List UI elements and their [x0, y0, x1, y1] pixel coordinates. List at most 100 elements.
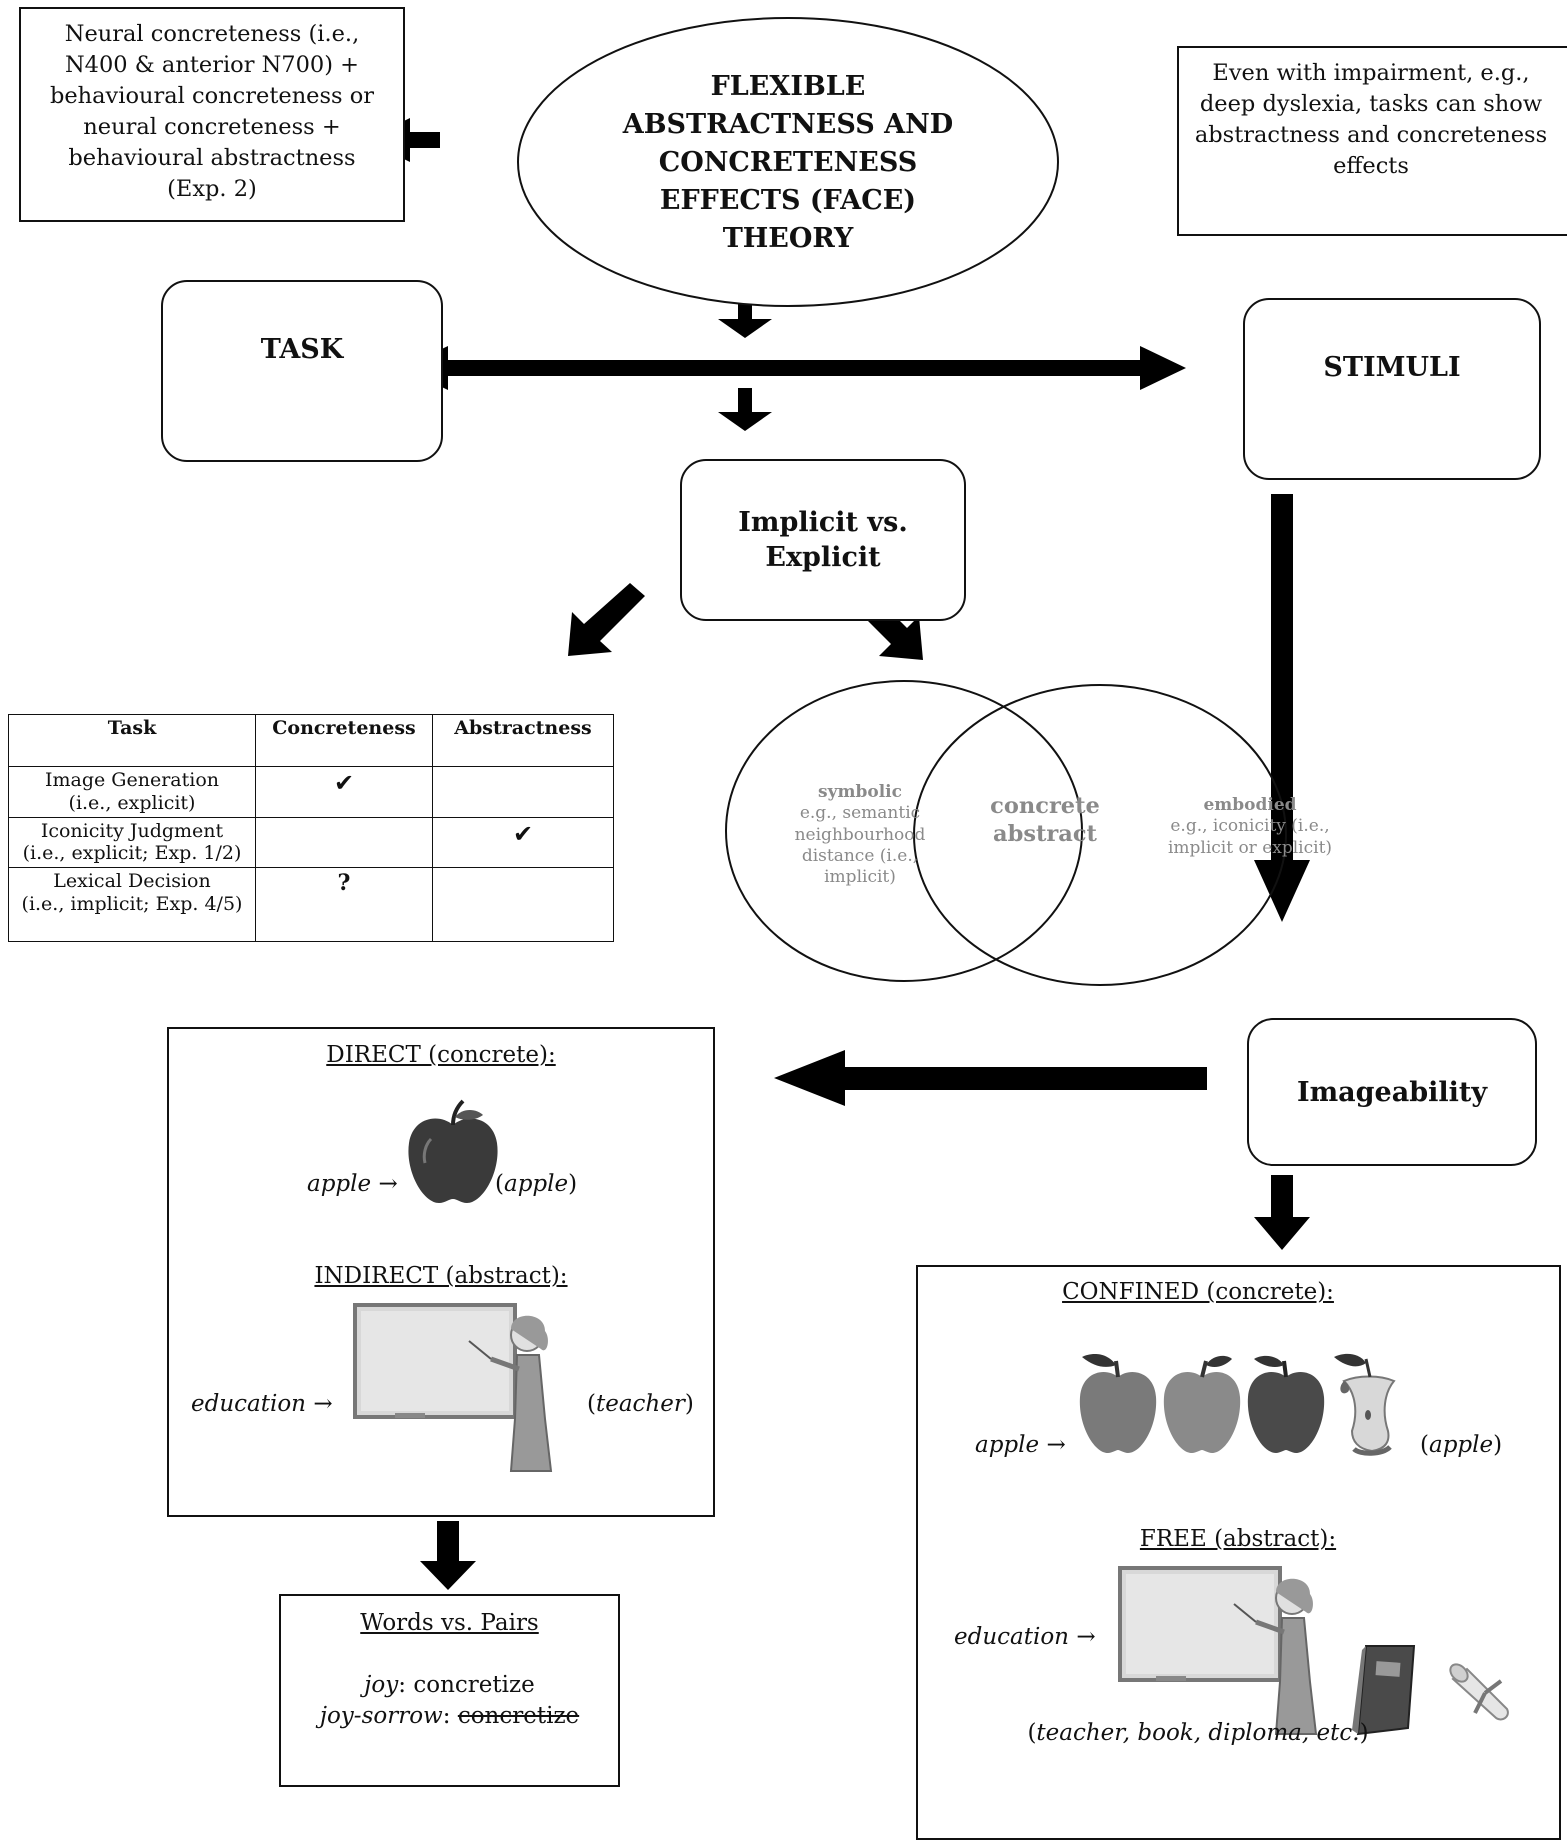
- table-row: Lexical Decision (i.e., implicit; Exp. 4…: [8, 867, 614, 943]
- task-cell: Image Generation (i.e., explicit): [8, 766, 256, 818]
- direct-heading: DIRECT (concrete):: [326, 1042, 556, 1068]
- direct-indirect-box: DIRECT (concrete): apple → (apple) INDIR…: [167, 1027, 715, 1517]
- confined-heading: CONFINED (concrete):: [1062, 1279, 1334, 1305]
- arrow-to-table: [568, 583, 645, 656]
- symbolic-circle: [725, 680, 1083, 982]
- task-cell: Iconicity Judgment (i.e., explicit; Exp.…: [8, 816, 256, 869]
- abstract-word: abstract: [993, 821, 1097, 848]
- education-word: education: [191, 1391, 306, 1417]
- confined-apple-paren: (apple): [1420, 1432, 1503, 1458]
- arrow-glyph: →: [313, 1391, 333, 1417]
- free-examples: teacher, book, diploma, etc.: [1036, 1720, 1360, 1746]
- implicit-line: Implicit vs.: [738, 507, 908, 538]
- joy-word: joy: [364, 1672, 399, 1698]
- embodied-title: embodied: [1203, 795, 1297, 815]
- theory-line: ABSTRACTNESS AND: [622, 109, 954, 140]
- diploma-icon: [1449, 1663, 1509, 1721]
- theory-line: THEORY: [722, 223, 854, 254]
- embodied-circle: [913, 684, 1287, 986]
- note-line: effects: [1333, 153, 1409, 179]
- words-pairs-heading: Words vs. Pairs: [360, 1610, 539, 1636]
- symbolic-title: symbolic: [818, 782, 902, 802]
- arrow-glyph: →: [378, 1171, 398, 1197]
- overlap-label: concrete abstract: [975, 792, 1115, 848]
- note-line: behavioural concreteness or: [49, 83, 375, 109]
- note-line: Even with impairment, e.g.,: [1212, 60, 1530, 86]
- abstractness-cell: [432, 766, 614, 818]
- deep-dyslexia-note: Even with impairment, e.g., deep dyslexi…: [1177, 46, 1567, 236]
- concreteness-cell: ✔: [255, 766, 433, 818]
- note-line: N400 & anterior N700) +: [64, 52, 360, 78]
- task-type: (i.e., implicit; Exp. 4/5): [21, 892, 243, 915]
- abstractness-cell: ✔: [432, 816, 614, 869]
- arrow-stimuli-to-imageability: [1254, 494, 1310, 922]
- note-line: behavioural abstractness: [68, 145, 356, 171]
- apple-paren-word: apple: [503, 1171, 569, 1197]
- task-name: Lexical Decision: [53, 870, 211, 893]
- concrete-word: concrete: [990, 793, 1100, 819]
- imageability-box: Imageability: [1247, 1018, 1537, 1166]
- book-icon: [1352, 1645, 1416, 1736]
- task-type: (i.e., explicit; Exp. 1/2): [22, 842, 242, 865]
- apple-icon: [1163, 1355, 1241, 1453]
- joy-rest: : concretize: [398, 1672, 535, 1698]
- abstractness-cell: [432, 867, 614, 943]
- separator: :: [442, 1703, 458, 1729]
- education-word: education: [954, 1624, 1069, 1650]
- words-vs-pairs-box: Words vs. Pairs joy: concretize joy-sorr…: [279, 1594, 620, 1787]
- joy-line: joy: concretize: [281, 1670, 618, 1701]
- apple-variants-illustration: [1079, 1353, 1396, 1456]
- symbolic-line: e.g., semantic: [799, 803, 921, 824]
- arrow-theory-down: [718, 295, 772, 338]
- apple-word: apple: [975, 1432, 1040, 1458]
- note-line: Neural concreteness (i.e.,: [64, 21, 360, 47]
- theory-line: CONCRETENESS: [658, 147, 918, 178]
- struck-concretize: concretize: [457, 1703, 580, 1729]
- note-line: deep dyslexia, tasks can show: [1199, 91, 1543, 117]
- embodied-line: implicit or explicit): [1167, 837, 1333, 858]
- task-label: TASK: [260, 334, 344, 365]
- stimuli-box: STIMULI: [1243, 298, 1541, 480]
- teacher-word: teacher: [595, 1391, 685, 1417]
- table-row: Iconicity Judgment (i.e., explicit; Exp.…: [8, 816, 614, 869]
- arrow-to-implicit: [718, 388, 772, 431]
- theory-title: FLEXIBLE ABSTRACTNESS AND CONCRETENESS E…: [545, 68, 1031, 258]
- table-header: Task: [8, 714, 256, 767]
- theory-line: FLEXIBLE: [710, 71, 866, 102]
- explicit-line: Explicit: [765, 542, 881, 573]
- task-cell: Lexical Decision (i.e., implicit; Exp. 4…: [8, 867, 256, 943]
- task-stimuli-double-arrow: [402, 346, 1186, 390]
- symbolic-line: distance (i.e.,: [801, 845, 919, 866]
- imageability-label: Imageability: [1296, 1076, 1488, 1108]
- arrow-to-direct-box: [774, 1050, 1207, 1106]
- concreteness-cell: [255, 816, 433, 869]
- task-type: (i.e., explicit): [68, 791, 196, 814]
- stimuli-label: STIMULI: [1323, 352, 1461, 383]
- free-education-row: education →: [954, 1624, 1096, 1650]
- arrow-glyph: →: [1046, 1432, 1066, 1458]
- direct-apple-row: apple →: [307, 1171, 398, 1197]
- embodied-line: e.g., iconicity (i.e.,: [1170, 816, 1330, 837]
- table-header: Concreteness: [255, 714, 433, 767]
- teacher-chalkboard-illustration: [1118, 1566, 1318, 1735]
- teacher-chalkboard-illustration: [353, 1303, 553, 1472]
- table-header: Abstractness: [432, 714, 614, 767]
- concreteness-cell: ?: [255, 867, 433, 943]
- embodied-label: embodied e.g., iconicity (i.e., implicit…: [1160, 795, 1340, 859]
- education-row: education →: [191, 1391, 333, 1417]
- arrow-glyph: →: [1076, 1624, 1096, 1650]
- apple-paren-word: apple: [1428, 1432, 1494, 1458]
- confined-free-box: CONFINED (concrete): apple → (apple) FRE…: [916, 1265, 1561, 1840]
- arrow-to-confined-box: [1254, 1175, 1310, 1250]
- note-line: (Exp. 2): [167, 176, 257, 202]
- apple-icon: [1079, 1354, 1157, 1453]
- free-paren: (teacher, book, diploma, etc.): [1027, 1720, 1369, 1746]
- apple-core-icon: [1334, 1353, 1396, 1456]
- symbolic-line: neighbourhood: [794, 824, 926, 845]
- arrow-to-words-pairs: [420, 1521, 476, 1590]
- note-line: abstractness and concreteness: [1194, 122, 1548, 148]
- teacher-paren: (teacher): [587, 1391, 694, 1417]
- direct-apple-paren: (apple): [495, 1171, 578, 1197]
- venn-diagram: [725, 680, 1287, 986]
- apple-icon: [408, 1099, 498, 1203]
